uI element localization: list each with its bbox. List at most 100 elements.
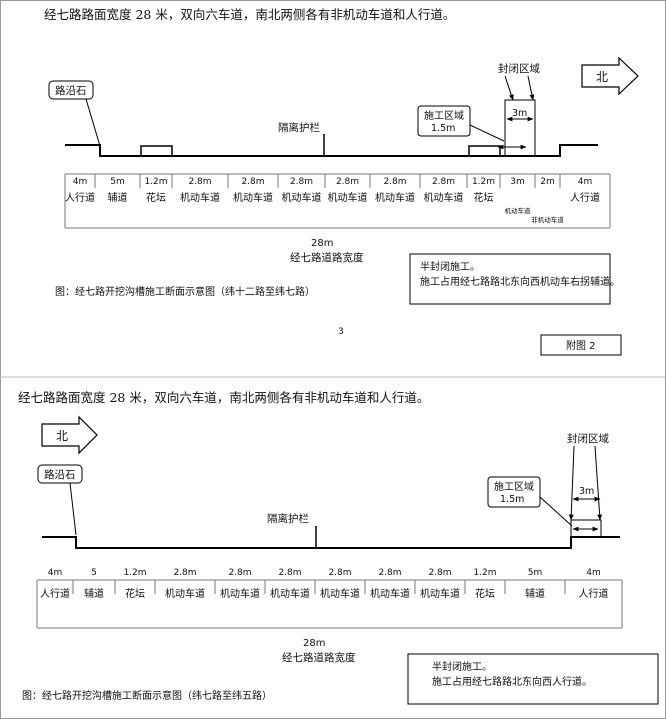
top-lane-label: 辅道 (108, 191, 128, 204)
top-width-label: 2m (540, 177, 555, 187)
bottom-width-label: 2.8m (328, 568, 351, 578)
bottom-curb-label-box (37, 464, 83, 484)
bottom-width-label: 1.2m (123, 568, 146, 578)
bottom-curb-label: 路沿石 (44, 468, 76, 481)
top-lane-label: 机动车道 (505, 206, 532, 215)
top-north-arrow: 北 (581, 56, 639, 96)
top-page-number: 3 (338, 327, 344, 337)
top-curb-label-box (48, 80, 94, 100)
top-width-label: 1.2m (144, 177, 167, 187)
top-width-label: 2.8m (432, 177, 455, 187)
top-width-label: 5m (110, 177, 125, 187)
bottom-info-line1: 半封闭施工。 (432, 660, 492, 673)
top-work-pointer (469, 124, 505, 142)
bottom-lane-label: 机动车道 (220, 587, 260, 600)
top-width-label: 2.8m (383, 177, 406, 187)
bottom-title: 经七路路面宽度 28 米，双向六车道，南北两侧各有非机动车道和人行道。 (18, 390, 429, 405)
top-closed-arrow-left (504, 75, 514, 101)
bottom-width-label: 2.8m (228, 568, 251, 578)
top-width-label: 3m (510, 177, 525, 187)
top-width-label: 2.8m (241, 177, 264, 187)
bottom-width-label: 5m (528, 568, 543, 578)
bottom-figure: 经七路路面宽度 28 米，双向六车道，南北两侧各有非机动车道和人行道。 北 路沿… (18, 390, 659, 705)
bottom-lane-labels: 人行道辅道花坛机动车道机动车道机动车道机动车道机动车道机动车道花坛辅道人行道 (40, 587, 609, 600)
top-work-label-box (417, 105, 471, 137)
top-width-label: 2.8m (336, 177, 359, 187)
bottom-total-width: 28m (303, 638, 325, 649)
top-appendix-box (540, 334, 622, 356)
top-width-label: 1.2m (472, 177, 495, 187)
bottom-lane-label: 辅道 (84, 587, 104, 600)
top-info-line1: 半封闭施工。 (420, 260, 480, 273)
bottom-width-label: 2.8m (278, 568, 301, 578)
bottom-lane-label: 机动车道 (420, 587, 460, 600)
bottom-curb-pointer (69, 482, 77, 536)
bottom-info-box (407, 653, 659, 705)
top-planter-left (140, 145, 173, 157)
top-total-label: 经七路道路宽度 (290, 251, 364, 264)
bottom-work-pointer (539, 496, 573, 527)
top-lane-label: 机动车道 (233, 191, 273, 204)
top-lane-label: 非机动车道 (531, 215, 564, 224)
bottom-width-label: 1.2m (473, 568, 496, 578)
bottom-closed-width: 3m (579, 486, 594, 497)
top-road-profile (65, 144, 598, 157)
top-lane-label: 花坛 (474, 191, 494, 204)
top-closed-arrow-right (527, 75, 535, 101)
bottom-closed-arrow-right (594, 445, 603, 521)
top-curb-pointer (85, 98, 101, 147)
bottom-width-label: 4m (586, 568, 601, 578)
bottom-work-label: 施工区域 (494, 480, 534, 493)
arrow-right-icon (581, 56, 639, 96)
top-width-label: 4m (578, 177, 593, 187)
top-lane-label: 机动车道 (375, 191, 415, 204)
bottom-lane-label: 花坛 (475, 587, 495, 600)
bottom-work-width: 1.5m (500, 494, 524, 505)
top-planter-right (468, 145, 501, 157)
bottom-lane-label: 人行道 (579, 587, 609, 600)
top-total-width: 28m (311, 238, 333, 249)
bottom-lane-label: 辅道 (525, 587, 545, 600)
top-lane-label: 机动车道 (328, 191, 368, 204)
top-lane-label: 人行道 (570, 191, 600, 204)
arrow-right-icon (41, 415, 98, 455)
top-title: 经七路路面宽度 28 米，双向六车道，南北两侧各有非机动车道和人行道。 (44, 7, 455, 22)
bottom-closed-arrow-left (568, 445, 575, 521)
top-info-box (409, 253, 611, 305)
bottom-dim-ticks (36, 580, 623, 628)
top-caption: 图：经七路开挖沟槽施工断面示意图（纬十二路至纬七路） (55, 285, 315, 298)
top-direction: 北 (596, 70, 608, 84)
bottom-lane-label: 机动车道 (165, 587, 205, 600)
top-lane-label: 机动车道 (282, 191, 322, 204)
bottom-lane-label: 机动车道 (320, 587, 360, 600)
bottom-width-label: 5 (91, 568, 97, 578)
bottom-total-label: 经七路道路宽度 (282, 651, 356, 664)
top-closed-zone (504, 99, 536, 157)
top-work-label: 施工区域 (424, 109, 464, 122)
bottom-work-label-box (487, 476, 541, 508)
top-lane-label: 机动车道 (424, 191, 464, 204)
bottom-width-label: 2.8m (428, 568, 451, 578)
top-info-line2: 施工占用经七路路北东向西机动车右拐辅道。 (420, 275, 620, 288)
bottom-closed-zone (570, 519, 602, 538)
top-work-width: 1.5m (431, 123, 455, 134)
top-width-label: 2.8m (188, 177, 211, 187)
bottom-caption: 图：经七路开挖沟槽施工断面示意图（纬七路至纬五路） (22, 689, 272, 702)
bottom-info-line2: 施工占用经七路路北东向西人行道。 (432, 675, 592, 688)
top-closed-width: 3m (512, 108, 527, 119)
top-lane-label: 人行道 (65, 191, 95, 204)
top-width-label: 2.8m (290, 177, 313, 187)
top-figure: 经七路路面宽度 28 米，双向六车道，南北两侧各有非机动车道和人行道。 北 路沿… (44, 7, 639, 356)
top-dim-ticks (64, 174, 611, 228)
top-lane-labels: 人行道辅道花坛机动车道机动车道机动车道机动车道机动车道机动车道花坛机动车道非机动… (65, 191, 600, 224)
bottom-width-labels: 4m 5 1.2m 2.8m 2.8m 2.8m 2.8m 2.8m 2.8m 1.2m 5m 4m (48, 568, 601, 578)
top-barrier-label: 隔离护栏 (278, 121, 320, 134)
bottom-road-profile (42, 536, 620, 549)
top-lane-label: 花坛 (146, 191, 166, 204)
bottom-width-label: 2.8m (173, 568, 196, 578)
top-lane-label: 机动车道 (180, 191, 220, 204)
top-width-label: 4m (73, 177, 88, 187)
bottom-width-label: 4m (48, 568, 63, 578)
bottom-width-label: 2.8m (378, 568, 401, 578)
